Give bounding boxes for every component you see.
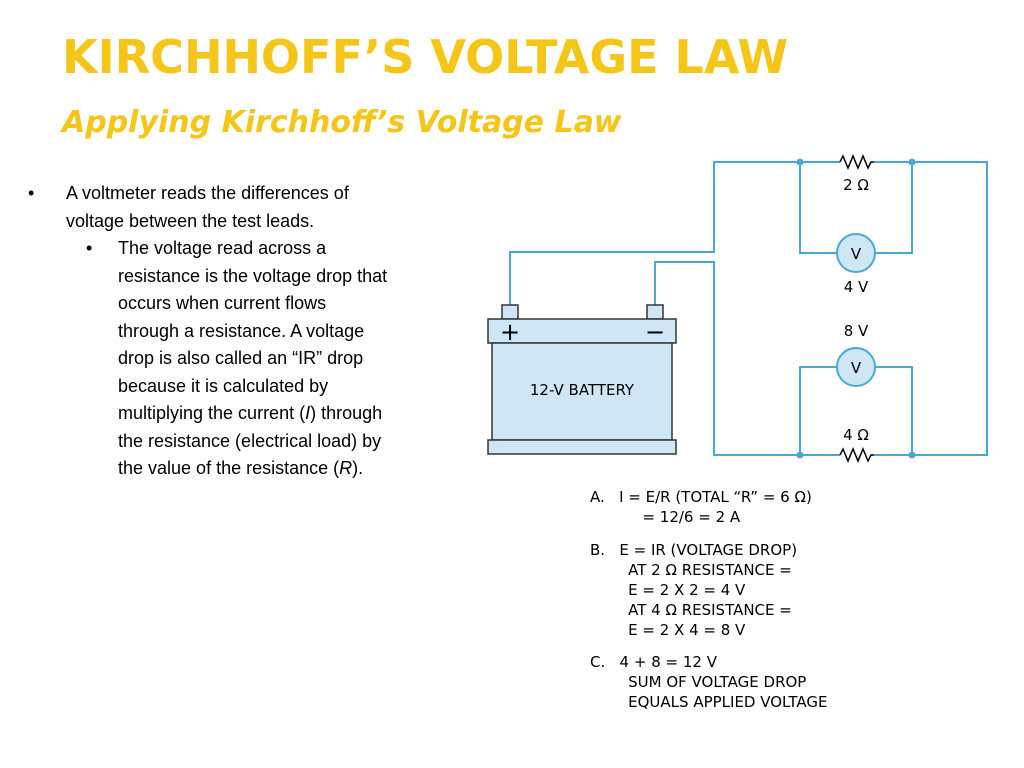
circuit-figure: V V 2 Ω 4 V 8 V 4 Ω + − 12-V BATTERY A. … xyxy=(462,150,1010,722)
equation-line: C. 4 + 8 = 12 V xyxy=(590,653,718,671)
battery-plus-label: + xyxy=(500,318,520,346)
slide-title: KIRCHHOFF’S VOLTAGE LAW xyxy=(62,30,789,84)
junction-dots xyxy=(796,158,916,459)
wire xyxy=(875,366,913,455)
resistor-top-label: 2 Ω xyxy=(843,176,869,194)
bullet-level2: • The voltage read across a resistance i… xyxy=(28,235,388,483)
equation-line: B. E = IR (VOLTAGE DROP) xyxy=(590,541,797,559)
equation-line: E = 2 X 2 = 4 V xyxy=(590,581,746,599)
wire xyxy=(654,261,800,456)
bullet-level1-text: A voltmeter reads the differences of vol… xyxy=(66,183,349,231)
bullet-dot-icon: • xyxy=(86,238,93,258)
equation-line: AT 2 Ω RESISTANCE = xyxy=(590,561,792,579)
voltmeter-bottom-reading: 8 V xyxy=(844,322,869,340)
circuit-diagram: V V 2 Ω 4 V 8 V 4 Ω + − 12-V BATTERY A. … xyxy=(487,154,988,711)
voltmeter-symbol: V xyxy=(851,245,862,263)
resistor-bottom-label: 4 Ω xyxy=(843,426,869,444)
battery: + − 12-V BATTERY xyxy=(487,304,677,455)
wire xyxy=(799,162,837,254)
equation-line: E = 2 X 4 = 8 V xyxy=(590,621,746,639)
slide-subtitle: Applying Kirchhoff’s Voltage Law xyxy=(62,105,622,140)
resistor-bottom xyxy=(839,447,874,463)
wire xyxy=(509,161,800,305)
equation-line: SUM OF VOLTAGE DROP xyxy=(590,673,806,691)
current-symbol: I xyxy=(305,403,311,423)
bullet-level2-text: The voltage read across a resistance is … xyxy=(118,238,387,478)
wire xyxy=(875,162,913,254)
equation-line: AT 4 Ω RESISTANCE = xyxy=(590,601,792,619)
bullet-text-part: ). xyxy=(352,458,364,478)
bullet-level1: • A voltmeter reads the differences of v… xyxy=(28,180,388,235)
equation-line: EQUALS APPLIED VOLTAGE xyxy=(590,693,827,711)
wire xyxy=(912,161,988,456)
bullet-text-part: ) through the resistance (electrical loa… xyxy=(118,403,383,478)
resistor-top xyxy=(839,154,874,170)
bullet-dot-icon: • xyxy=(28,183,35,203)
battery-minus-label: − xyxy=(645,318,665,346)
voltmeter-top-reading: 4 V xyxy=(844,278,869,296)
voltmeter-bottom: V xyxy=(836,347,876,387)
voltmeter-symbol: V xyxy=(851,359,862,377)
bullet-text-part: The voltage read across a resistance is … xyxy=(118,238,388,423)
equation-line: = 12/6 = 2 A xyxy=(590,508,741,526)
battery-label: 12-V BATTERY xyxy=(530,381,635,399)
equation-line: A. I = E/R (TOTAL “R” = 6 Ω) xyxy=(590,488,812,506)
equations: A. I = E/R (TOTAL “R” = 6 Ω) = 12/6 = 2 … xyxy=(590,488,827,711)
wires xyxy=(509,161,988,456)
bullet-list: • A voltmeter reads the differences of v… xyxy=(28,180,388,483)
wire xyxy=(799,366,837,455)
resistance-symbol: R xyxy=(339,458,353,478)
voltmeter-top: V xyxy=(836,233,876,273)
